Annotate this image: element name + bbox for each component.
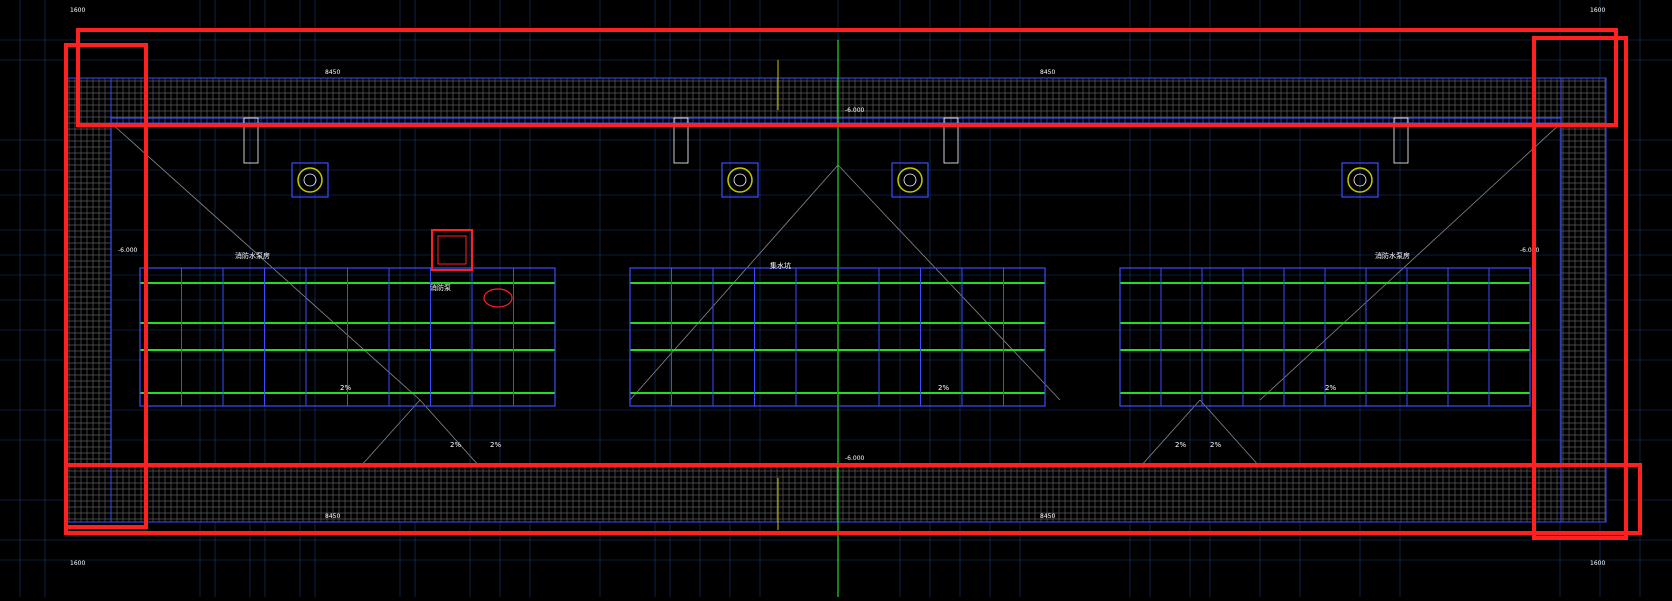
dim-bottom-left: 8450: [325, 513, 340, 520]
fire-pump-box[interactable]: [431, 229, 513, 308]
pump-pit-frame: [943, 117, 959, 164]
slope-label: 2%: [340, 384, 351, 392]
dim-top-left: 8450: [325, 69, 340, 76]
dim-corner-top-right: 1600: [1590, 7, 1605, 14]
dimension-labels: 8450 8450 8450 8450 1600 1600 1600 1600: [70, 7, 1605, 567]
room-label-pump: 消防泵: [430, 283, 451, 292]
pump-pit-box: [1341, 162, 1379, 198]
slope-label: 2%: [450, 441, 461, 449]
pump-pit[interactable]: [673, 117, 759, 198]
dim-corner-top-left: 1600: [70, 7, 85, 14]
room-label-sump: 集水坑: [770, 261, 791, 270]
dim-corner-bottom-right: 1600: [1590, 560, 1605, 567]
pump-pit-sump-inner: [733, 173, 747, 187]
pump-pit-sump: [727, 167, 753, 193]
elevation-left: -6.000: [118, 247, 138, 254]
highlight-right-band: [1532, 36, 1628, 540]
dim-bottom-right: 8450: [1040, 513, 1055, 520]
pump-pit[interactable]: [891, 117, 959, 198]
dim-top-right: 8450: [1040, 69, 1055, 76]
beam-grid-blocks: [139, 267, 1531, 407]
pump-pit[interactable]: [243, 117, 329, 198]
highlight-top-band: [76, 28, 1618, 127]
pump-pit-sump: [897, 167, 923, 193]
slope-label: 2%: [1325, 384, 1336, 392]
slope-label: 2%: [1210, 441, 1221, 449]
pump-pit-frame: [243, 117, 259, 164]
beam-block: [1119, 267, 1531, 407]
pump-pit-frame: [673, 117, 689, 164]
elevation-top: -6.000: [845, 107, 865, 114]
highlight-annotations[interactable]: [64, 28, 1642, 540]
pump-pit-sump-inner: [303, 173, 317, 187]
beam-block: [629, 267, 1046, 407]
pump-pit-box: [291, 162, 329, 198]
pump-pit[interactable]: [1341, 117, 1409, 198]
pump-pit-frame: [1393, 117, 1409, 164]
pump-pits: [243, 117, 1409, 198]
slope-labels: 2% 2% 2% 2% 2% 2% 2%: [340, 384, 1336, 449]
pump-pit-sump-inner: [903, 173, 917, 187]
dim-corner-bottom-left: 1600: [70, 560, 85, 567]
room-labels: 消防泵 消防水泵房 消防水泵房 集水坑: [235, 251, 1410, 292]
elevation-labels: -6.000 -6.000 -6.000 -6.000: [118, 107, 1540, 462]
pump-pit-sump: [297, 167, 323, 193]
pump-pit-sump-inner: [1353, 173, 1367, 187]
slope-label: 2%: [490, 441, 501, 449]
beam-block: [139, 267, 556, 407]
room-label-pump-room-right: 消防水泵房: [1375, 251, 1410, 260]
pump-pit-sump: [1347, 167, 1373, 193]
elevation-right: -6.000: [1520, 247, 1540, 254]
slope-label: 2%: [938, 384, 949, 392]
highlight-left-band: [64, 43, 148, 529]
room-label-pump-room-left: 消防水泵房: [235, 251, 270, 260]
slope-label: 2%: [1175, 441, 1186, 449]
elevation-bottom: -6.000: [845, 455, 865, 462]
pump-pit-box: [721, 162, 759, 198]
pump-pit-box: [891, 162, 929, 198]
